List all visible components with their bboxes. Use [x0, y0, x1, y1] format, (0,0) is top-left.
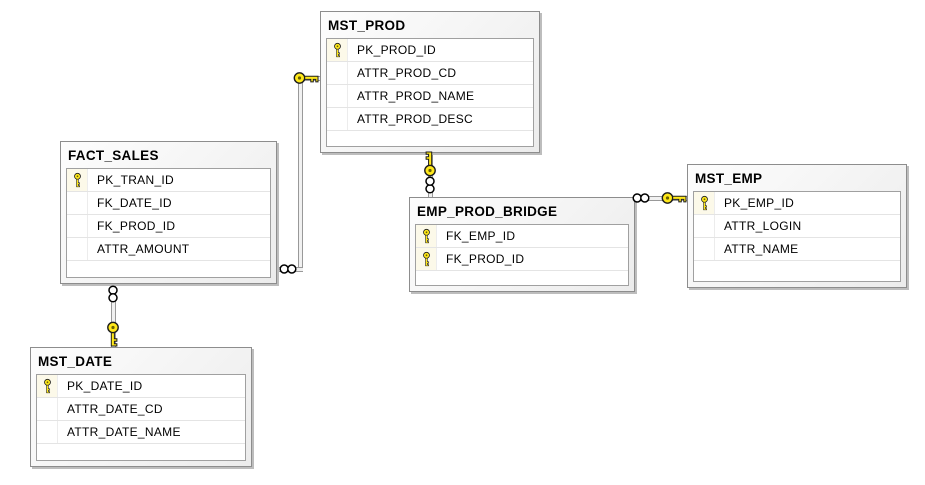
column-name: PK_TRAN_ID: [97, 173, 175, 187]
primary-key-icon: [67, 169, 88, 191]
column-row[interactable]: PK_DATE_ID: [37, 375, 245, 398]
entity-title[interactable]: MST_EMP: [695, 170, 763, 186]
icon-cell: [67, 238, 88, 260]
icon-cell: [327, 62, 348, 84]
entity-table-mst-emp[interactable]: MST_EMP PK_EMP_ID ATTR_LOGIN ATTR_NAME: [687, 164, 907, 288]
entity-column-list: FK_EMP_ID FK_PROD_ID: [415, 224, 629, 286]
entity-table-mst-date[interactable]: MST_DATE PK_DATE_ID ATTR_DATE_CD ATTR_DATE_…: [30, 347, 252, 467]
entity-title[interactable]: MST_DATE: [38, 353, 113, 369]
entity-column-list: PK_PROD_ID ATTR_PROD_CD ATTR_PROD_NAME ATTR…: [326, 38, 534, 147]
relationship-many-icon: [631, 192, 651, 204]
entity-column-list: PK_EMP_ID ATTR_LOGIN ATTR_NAME: [693, 191, 901, 282]
entity-table-fact-sales[interactable]: FACT_SALES PK_TRAN_ID FK_DATE_ID FK_PROD_ID…: [60, 141, 277, 284]
column-row[interactable]: ATTR_DATE_CD: [37, 398, 245, 421]
column-row[interactable]: FK_DATE_ID: [67, 192, 270, 215]
entity-table-mst-prod[interactable]: MST_PROD PK_PROD_ID ATTR_PROD_CD ATTR_PROD_…: [320, 11, 540, 153]
column-row[interactable]: FK_PROD_ID: [67, 215, 270, 238]
column-row[interactable]: ATTR_LOGIN: [694, 215, 900, 238]
column-row[interactable]: ATTR_PROD_DESC: [327, 108, 533, 131]
column-row[interactable]: ATTR_NAME: [694, 238, 900, 261]
icon-cell: [37, 421, 58, 443]
column-name: PK_DATE_ID: [67, 379, 143, 393]
relationship-key-icon: [423, 151, 437, 177]
entity-title[interactable]: MST_PROD: [328, 17, 406, 33]
primary-key-icon: [694, 192, 715, 214]
column-row[interactable]: ATTR_PROD_NAME: [327, 85, 533, 108]
primary-key-icon: [416, 248, 437, 270]
relationship-line[interactable]: [635, 196, 687, 201]
empty-column-row: [694, 261, 900, 281]
column-name: ATTR_NAME: [724, 242, 799, 256]
icon-cell: [694, 215, 715, 237]
icon-cell: [67, 215, 88, 237]
column-name: ATTR_AMOUNT: [97, 242, 190, 256]
column-name: ATTR_LOGIN: [724, 219, 802, 233]
column-row[interactable]: FK_PROD_ID: [416, 248, 628, 271]
entity-table-emp-prod-bridge[interactable]: EMP_PROD_BRIDGE FK_EMP_ID FK_PROD_ID: [409, 197, 635, 292]
column-name: ATTR_PROD_CD: [357, 66, 457, 80]
relationship-line[interactable]: [111, 284, 116, 347]
empty-column-row: [37, 444, 245, 460]
column-name: ATTR_DATE_CD: [67, 402, 163, 416]
relationship-key-icon: [293, 71, 319, 85]
relationship-line[interactable]: [298, 76, 303, 272]
column-name: FK_EMP_ID: [446, 229, 516, 243]
icon-cell: [327, 85, 348, 107]
column-row[interactable]: ATTR_DATE_NAME: [37, 421, 245, 444]
column-name: PK_EMP_ID: [724, 196, 795, 210]
relationship-many-icon: [424, 175, 436, 195]
column-name: ATTR_DATE_NAME: [67, 425, 181, 439]
column-name: FK_DATE_ID: [97, 196, 172, 210]
entity-title[interactable]: EMP_PROD_BRIDGE: [417, 203, 558, 219]
primary-key-icon: [37, 375, 58, 397]
column-row[interactable]: ATTR_AMOUNT: [67, 238, 270, 261]
column-name: ATTR_PROD_NAME: [357, 89, 475, 103]
empty-column-row: [67, 261, 270, 277]
column-row[interactable]: ATTR_PROD_CD: [327, 62, 533, 85]
icon-cell: [694, 238, 715, 260]
relationship-key-icon: [661, 191, 687, 205]
icon-cell: [37, 398, 58, 420]
icon-cell: [67, 192, 88, 214]
column-row[interactable]: PK_PROD_ID: [327, 39, 533, 62]
column-name: ATTR_PROD_DESC: [357, 112, 473, 126]
column-row[interactable]: FK_EMP_ID: [416, 225, 628, 248]
primary-key-icon: [416, 225, 437, 247]
column-name: FK_PROD_ID: [97, 219, 176, 233]
column-name: PK_PROD_ID: [357, 43, 437, 57]
empty-column-row: [416, 271, 628, 285]
column-name: FK_PROD_ID: [446, 252, 525, 266]
primary-key-icon: [327, 39, 348, 61]
relationship-many-icon: [107, 284, 119, 304]
icon-cell: [327, 108, 348, 130]
empty-column-row: [327, 131, 533, 146]
relationship-many-icon: [278, 263, 298, 275]
column-row[interactable]: PK_EMP_ID: [694, 192, 900, 215]
column-row[interactable]: PK_TRAN_ID: [67, 169, 270, 192]
entity-column-list: PK_TRAN_ID FK_DATE_ID FK_PROD_ID ATTR_AMOUN…: [66, 168, 271, 278]
entity-title[interactable]: FACT_SALES: [68, 147, 159, 163]
relationship-key-icon: [106, 321, 120, 347]
entity-column-list: PK_DATE_ID ATTR_DATE_CD ATTR_DATE_NAME: [36, 374, 246, 461]
